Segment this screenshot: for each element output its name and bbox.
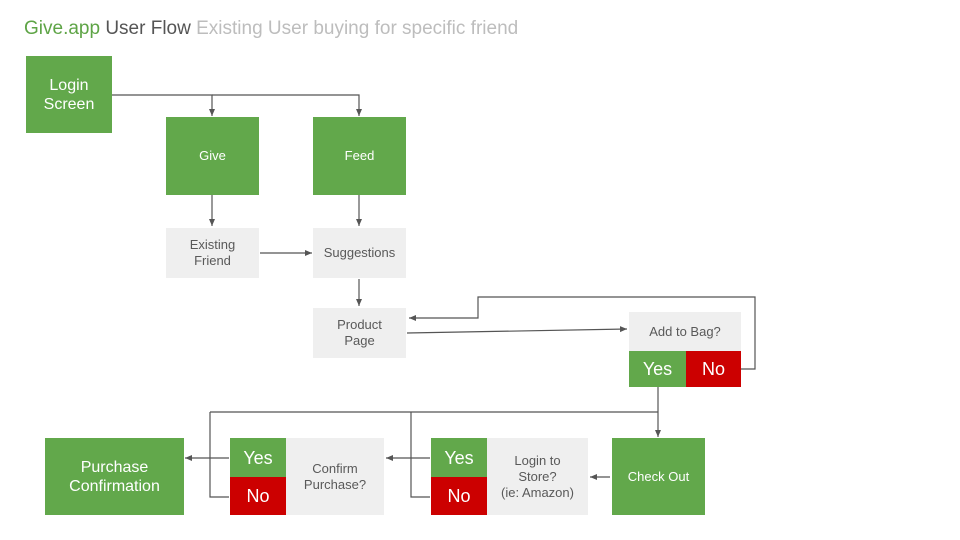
node-give: Give (166, 117, 259, 195)
node-label: Login Screen (43, 76, 95, 113)
title-app-name: Give.app (24, 18, 101, 39)
confirm-purchase-yes: Yes (230, 438, 286, 477)
add-to-bag-no: No (686, 351, 741, 387)
node-label: Login to Store? (ie: Amazon) (501, 452, 574, 500)
node-label: Purchase Confirmation (69, 458, 160, 495)
node-label: Existing Friend (189, 237, 236, 268)
connector-store-no-loop (410, 412, 430, 498)
node-label: Product Page (337, 317, 382, 348)
connector-login-to-feed (212, 94, 362, 116)
connector-login-to-give (112, 94, 215, 116)
node-login-screen: Login Screen (26, 56, 112, 133)
node-login-to-store: Login to Store? (ie: Amazon) (487, 438, 588, 515)
login-store-yes: Yes (431, 438, 487, 477)
node-feed: Feed (313, 117, 406, 195)
node-suggestions: Suggestions (313, 228, 406, 278)
node-label: Yes (642, 359, 673, 379)
node-label: No (246, 486, 270, 506)
node-add-to-bag: Add to Bag? (629, 312, 741, 351)
node-product-page: Product Page (313, 308, 406, 358)
node-label: Yes (444, 447, 474, 468)
node-label: Suggestions (323, 245, 396, 260)
node-label: Add to Bag? (649, 323, 721, 339)
node-label: Confirm Purchase? (303, 460, 367, 492)
confirm-purchase-no: No (230, 477, 286, 515)
connector-addbag-no-loop (409, 296, 756, 370)
connector-product-to-addbag (406, 326, 628, 334)
node-confirm-purchase: Confirm Purchase? (286, 438, 384, 515)
login-store-no: No (431, 477, 487, 515)
node-check-out: Check Out (612, 438, 705, 515)
node-label: No (447, 486, 471, 506)
node-label: Yes (243, 447, 273, 468)
node-label: Feed (344, 148, 375, 163)
node-existing-friend: Existing Friend (166, 228, 259, 278)
node-label: Give (199, 148, 226, 163)
node-label: No (701, 359, 725, 379)
title-subtitle: Existing User buying for specific friend (196, 18, 519, 39)
title-flow: User Flow (105, 18, 191, 39)
page-title: Give.app User Flow Existing User buying … (24, 17, 518, 41)
add-to-bag-yes: Yes (629, 351, 686, 387)
node-label: Check Out (627, 468, 690, 484)
connector-confirm-no-loop (209, 412, 229, 498)
node-purchase-confirmation: Purchase Confirmation (45, 438, 184, 515)
